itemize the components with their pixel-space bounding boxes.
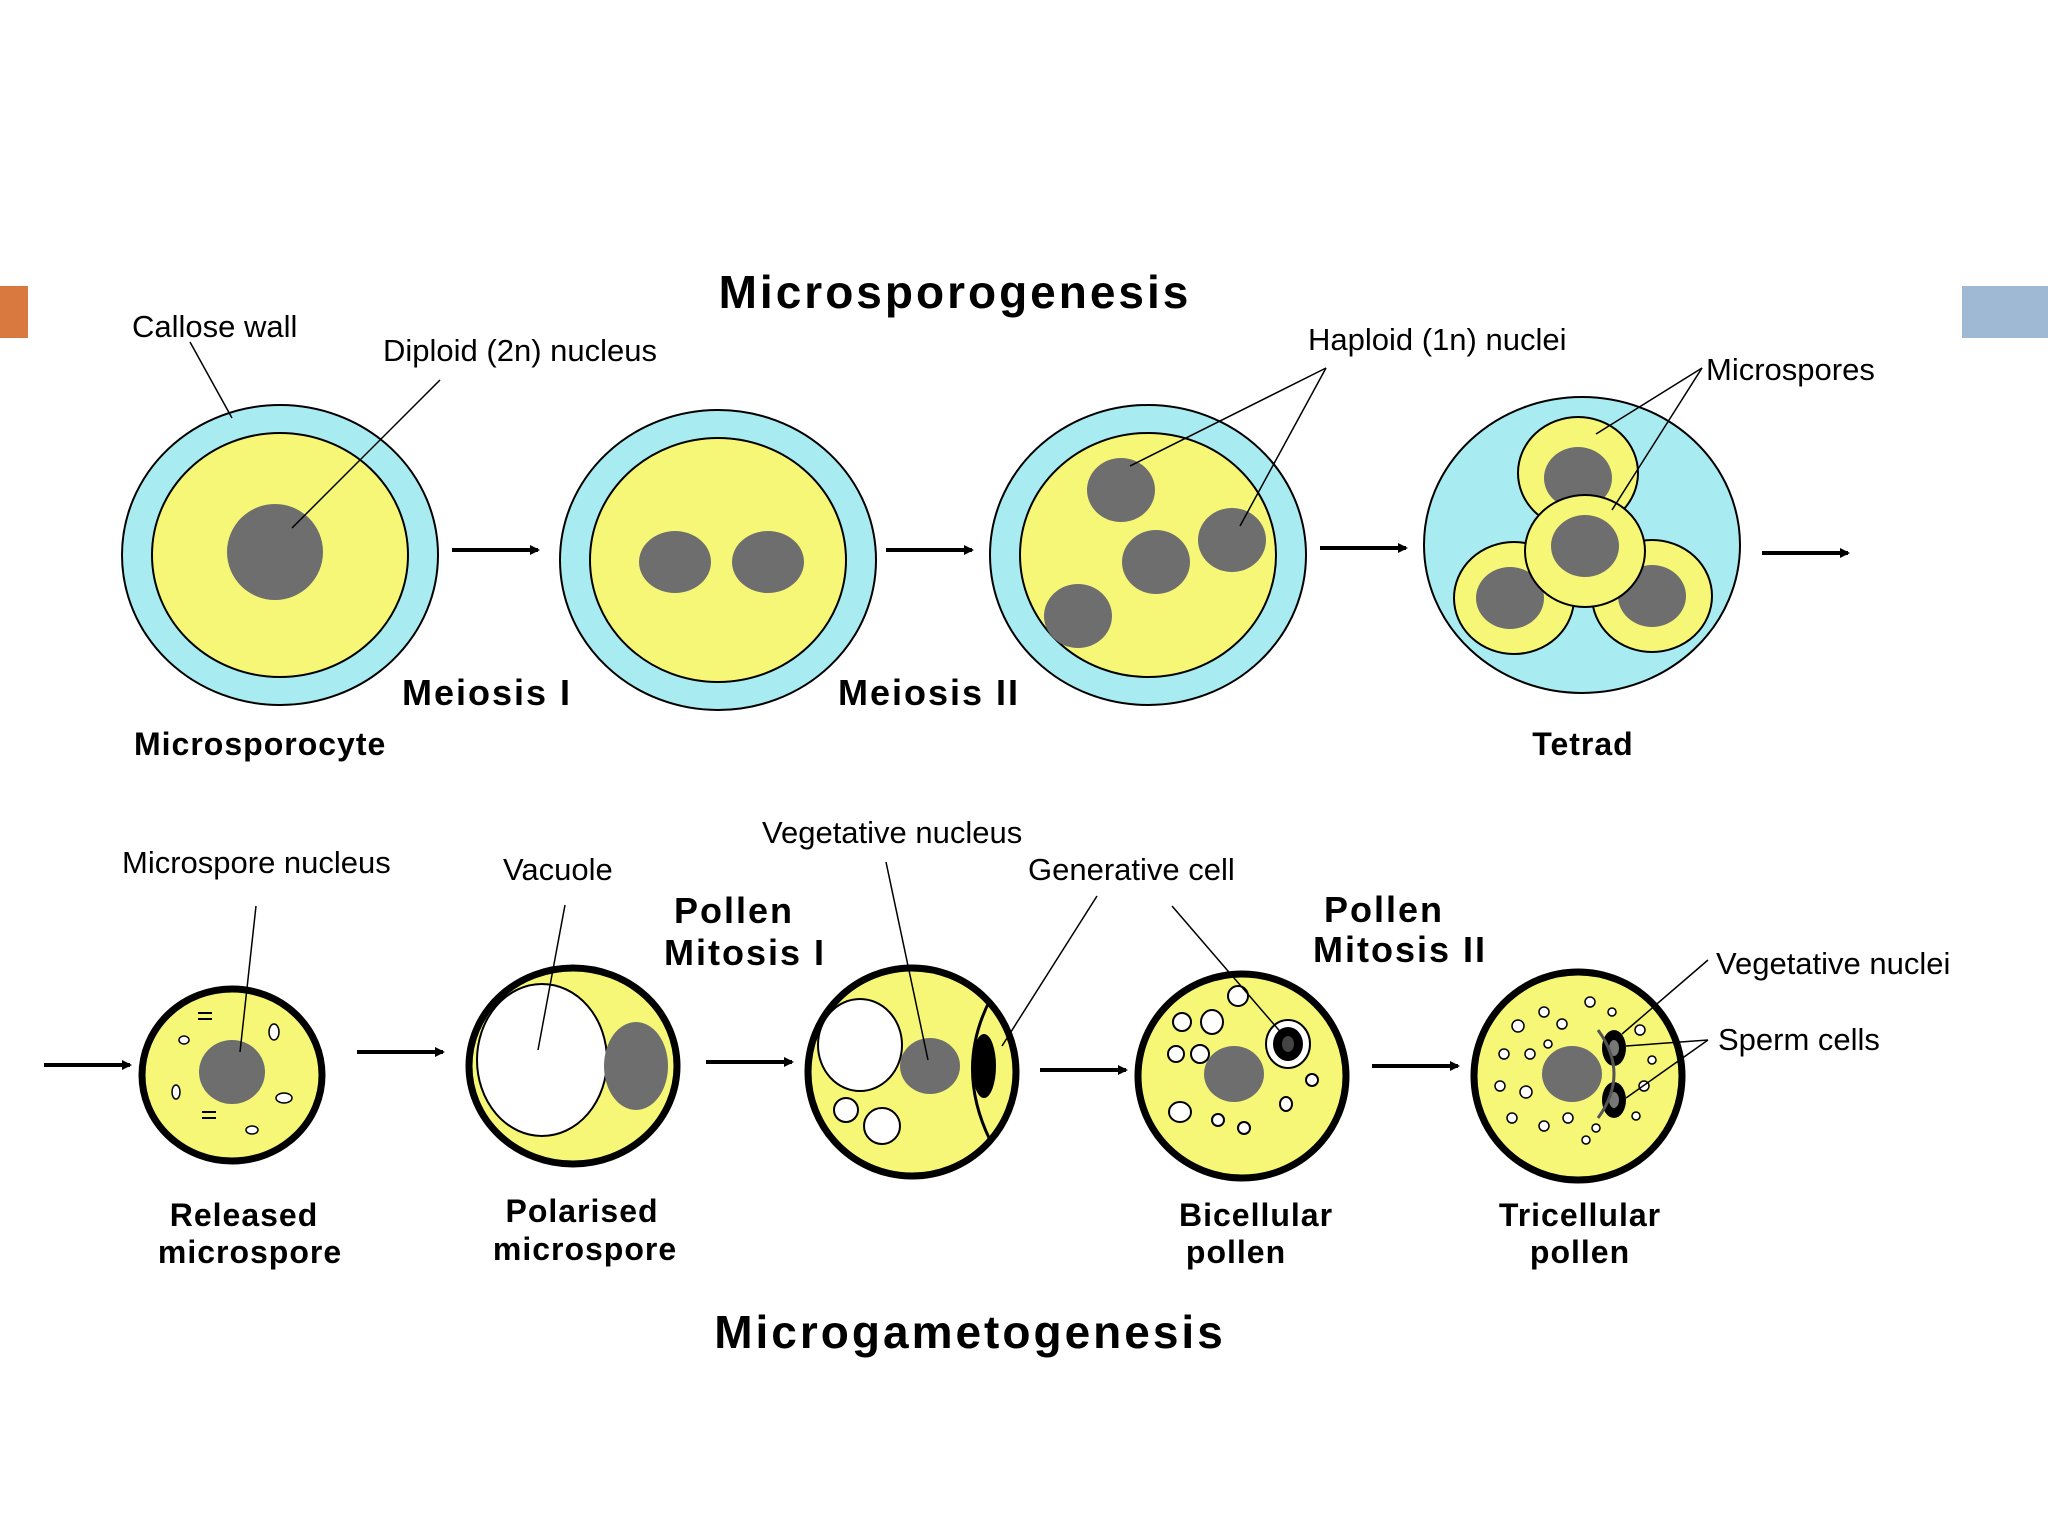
label-vegetative-nuclei: Vegetative nuclei [1716, 946, 1950, 981]
label-meiosis-1: Meiosis I [402, 672, 572, 713]
diploid-nucleus [227, 504, 323, 600]
label-pollen-mitosis-2-line2: Mitosis II [1313, 929, 1487, 970]
label-vacuole: Vacuole [503, 852, 613, 887]
label-pollen-mitosis-1-line1: Pollen [674, 890, 794, 931]
label-tricellular-line1: Tricellular [1499, 1197, 1661, 1233]
label-released-line1: Released [170, 1197, 319, 1233]
label-meiosis-2: Meiosis II [838, 672, 1020, 713]
label-pollen-mitosis-1-line2: Mitosis I [664, 932, 826, 973]
dyad-cell [560, 410, 876, 710]
label-diploid-nucleus: Diploid (2n) nucleus [383, 333, 657, 368]
label-callose-wall: Callose wall [132, 309, 297, 344]
bicellular-pollen-cell [1138, 974, 1346, 1178]
label-microspores: Microspores [1706, 352, 1875, 387]
label-polarised-line2: microspore [493, 1231, 677, 1267]
label-tetrad: Tetrad [1532, 726, 1633, 762]
label-vegetative-nucleus: Vegetative nucleus [762, 815, 1022, 850]
vacuole [477, 984, 607, 1136]
microsporocyte-cell [122, 405, 438, 705]
label-bicellular-line1: Bicellular [1179, 1197, 1333, 1233]
four-nuclei-cell [990, 405, 1306, 705]
polarised-microspore-cell [469, 968, 677, 1164]
label-pollen-mitosis-2-line1: Pollen [1324, 889, 1444, 930]
tetrad-cell [1424, 397, 1740, 693]
label-microspore-nucleus: Microspore nucleus [122, 845, 391, 880]
label-microsporocyte: Microsporocyte [134, 726, 386, 762]
label-released-line2: microspore [158, 1234, 342, 1270]
mitosis-1-cell [808, 968, 1016, 1176]
title-microsporogenesis: Microsporogenesis [719, 266, 1192, 318]
label-bicellular-line2: pollen [1186, 1234, 1286, 1270]
tricellular-pollen-cell [1474, 972, 1682, 1180]
label-generative-cell: Generative cell [1028, 852, 1235, 887]
label-sperm-cells: Sperm cells [1718, 1022, 1880, 1057]
label-tricellular-line2: pollen [1530, 1234, 1630, 1270]
title-microgametogenesis: Microgametogenesis [714, 1306, 1226, 1358]
released-microspore-cell [142, 989, 322, 1161]
label-haploid-nuclei: Haploid (1n) nuclei [1308, 322, 1566, 357]
label-polarised-line1: Polarised [505, 1193, 658, 1229]
